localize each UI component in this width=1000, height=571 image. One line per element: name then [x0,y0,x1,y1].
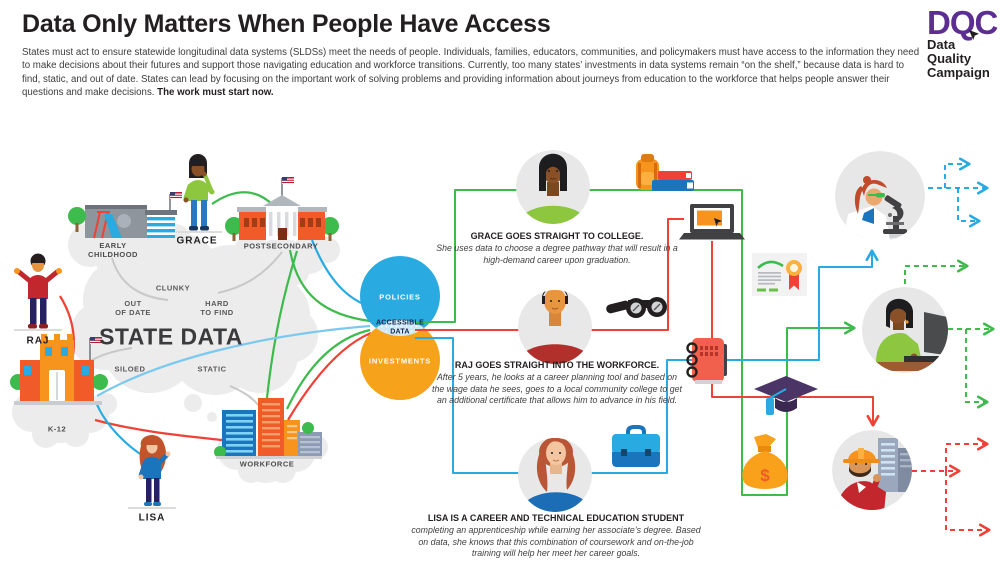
label-raj: RAJ [26,335,50,347]
green-dashed-arrows [904,259,995,409]
worker-circle [832,430,912,510]
lisa-story-title: LISA IS A CAREER AND TECHNICAL EDUCATION… [427,513,685,523]
page-title: Data Only Matters When People Have Acces… [22,10,551,38]
us-flag-icon [170,192,182,199]
label-grace: GRACE [176,235,218,247]
k12-building [10,334,108,405]
lisa-story-body: completing an apprenticeship while earni… [411,525,701,559]
raj-story-body: After 5 years, he looks at a career plan… [432,372,682,406]
grace-story: GRACE GOES STRAIGHT TO COLLEGE. She uses… [432,231,682,266]
postsecondary-building [225,177,339,241]
intro-emphasis: The work must start now. [157,87,274,99]
red-dashed-arrows [912,437,991,537]
investments-circle [360,320,440,400]
dqc-logo-name-1: Data Quality [927,37,972,66]
grace-avatar [516,150,590,224]
state-data-title: STATE DATA [99,323,243,350]
policies-circle [360,256,440,336]
early-childhood-cloud [68,223,191,278]
cloud-word-static: STATIC [197,364,227,374]
us-flag-icon [282,177,294,184]
intro-paragraph: States must act to ensure statewide long… [22,46,920,100]
raj-avatar [518,290,592,364]
label-lisa: LISA [138,512,166,524]
cloud-word-hard-to-find: HARD TO FIND [200,299,234,317]
dqc-logo: DQC Data Quality Campaign [927,4,999,80]
money-bag-icon [742,434,788,489]
venn-accessible-data-label: ACCESSIBLE DATA [375,319,425,336]
label-k12: K-12 [47,424,67,434]
venn-investments-label: INVESTMENTS [368,356,432,366]
dollar-sign: $ [760,466,770,485]
dqc-logo-acronym: DQC [927,4,998,41]
raj-story: RAJ GOES STRAIGHT INTO THE WORKFORCE. Af… [432,360,682,407]
raj-figure [14,253,62,329]
venn-policies-label: POLICIES [379,292,421,302]
label-early-childhood: EARLY CHILDHOOD [88,241,138,259]
cloud-word-out-of-date: OUT OF DATE [115,299,151,317]
lisa-story: LISA IS A CAREER AND TECHNICAL EDUCATION… [406,513,706,560]
lisa-avatar [518,438,592,512]
venn-diagram [360,256,440,400]
certificate-icon [752,253,807,296]
cloud-word-clunky: CLUNKY [155,283,191,293]
raj-story-title: RAJ GOES STRAIGHT INTO THE WORKFORCE. [454,360,660,370]
cursor-icon [969,30,979,40]
blue-dashed-arrows [928,157,989,228]
graduation-cap-icon [754,376,818,415]
dqc-logo-name-2: Campaign [927,65,990,80]
microscope-icon [883,195,907,234]
label-workforce: WORKFORCE [239,459,295,469]
cloud-word-siloed: SILOED [114,364,146,374]
us-flag-icon [90,337,102,344]
binoculars-icon [606,297,667,318]
early-childhood-building [68,192,182,239]
intro-text: States must act to ensure statewide long… [22,47,920,99]
grace-story-title: GRACE GOES STRAIGHT TO COLLEGE. [470,231,644,241]
label-postsecondary: POSTSECONDARY [243,241,319,251]
laptop-icon [679,204,745,240]
grace-story-body: She uses data to choose a degree pathway… [436,243,678,265]
workforce-buildings [214,398,322,459]
scientist-circle [835,151,925,241]
notebook-icon [686,338,727,384]
laptop-woman-circle [862,287,948,373]
dashed-arrows [904,157,995,537]
ground-lines [14,231,222,509]
lisa-figure [138,435,171,506]
briefcase-icon [612,425,660,467]
grace-figure [183,154,215,231]
books-icon [652,171,694,191]
